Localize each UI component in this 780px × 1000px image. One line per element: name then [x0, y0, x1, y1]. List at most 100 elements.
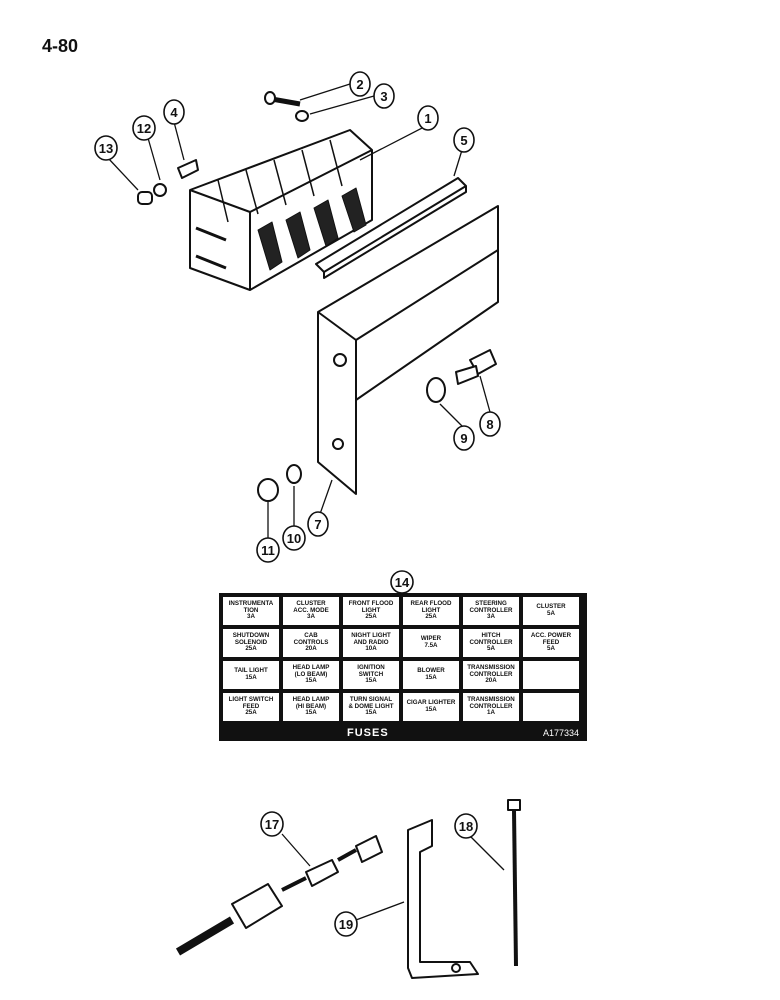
- callout-10: 10: [282, 525, 306, 551]
- fuse-cell: HEAD LAMP (HI BEAM)15A: [283, 693, 339, 721]
- svg-text:9: 9: [460, 431, 467, 446]
- svg-text:18: 18: [459, 819, 473, 834]
- svg-text:3: 3: [380, 89, 387, 104]
- fuse-panel-code: A177334: [542, 728, 579, 738]
- callout-19: 19: [334, 911, 358, 937]
- callout-5: 5: [453, 127, 475, 153]
- screw-part: [264, 91, 301, 107]
- fuse-name: HEAD LAMP (HI BEAM): [292, 696, 330, 710]
- fuse-panel-title: FUSES: [347, 727, 389, 739]
- fuse-name: WIPER: [420, 635, 442, 643]
- fuse-rating: 5A: [547, 645, 555, 653]
- callout-17: 17: [260, 811, 284, 837]
- svg-text:8: 8: [486, 417, 493, 432]
- fuse-name: TURN SIGNAL & DOME LIGHT: [348, 696, 394, 710]
- svg-text:17: 17: [265, 817, 279, 832]
- fuse-name: IGNITION SWITCH: [357, 664, 385, 678]
- svg-text:1: 1: [424, 111, 431, 126]
- fuse-rating: 25A: [245, 709, 257, 717]
- svg-text:12: 12: [137, 121, 151, 136]
- svg-text:4: 4: [170, 105, 178, 120]
- fuse-name: CLUSTER ACC. MODE: [293, 600, 329, 614]
- callout-14: 13: [94, 135, 118, 161]
- fuse-name: ACC. POWER FEED: [530, 632, 572, 646]
- fuse-name: CIGAR LIGHTER: [406, 699, 456, 707]
- cable-tie: [507, 799, 521, 967]
- flat-washer-part: [426, 377, 446, 403]
- fuse-rating: 15A: [365, 709, 377, 717]
- cap-part: [137, 191, 153, 205]
- fuse-part: [177, 159, 199, 179]
- fuse-name: SHUTDOWN SOLENOID: [232, 632, 270, 646]
- fuse-rating: 15A: [305, 709, 317, 717]
- fuse-rating: 25A: [425, 613, 437, 621]
- callout-11: 11: [256, 537, 280, 563]
- fuse-block: [189, 129, 373, 291]
- fuse-rating: 15A: [365, 677, 377, 685]
- svg-text:11: 11: [261, 543, 275, 558]
- fuse-rating: 5A: [547, 610, 555, 617]
- fuse-rating: 1A: [487, 709, 495, 717]
- fuse-rating: 15A: [425, 674, 437, 681]
- svg-text:19: 19: [339, 917, 353, 932]
- fuse-rating: 15A: [305, 677, 317, 685]
- fuse-name: FRONT FLOOD LIGHT: [348, 600, 394, 614]
- svg-text:14: 14: [395, 575, 410, 590]
- callout-4: 4: [163, 99, 185, 125]
- fuse-rating: 7.5A: [424, 642, 438, 649]
- callout-2: 2: [349, 71, 371, 97]
- fuse-name: CAB CONTROLS: [293, 632, 329, 646]
- nut-part: [257, 478, 279, 502]
- callout-18: 18: [454, 813, 478, 839]
- fuse-rating: 3A: [247, 613, 255, 621]
- fuse-name: TRANSMISSION CONTROLLER: [467, 664, 515, 678]
- callout-12: 14: [390, 570, 414, 594]
- fuse-name: BLOWER: [417, 667, 445, 675]
- fuse-rating: 25A: [245, 645, 257, 653]
- sensor-assembly: [175, 835, 383, 956]
- fuse-rating: 25A: [365, 613, 377, 621]
- callout-9: 9: [453, 425, 475, 451]
- callout-13: 12: [132, 115, 156, 141]
- fuse-rating: 3A: [487, 613, 495, 621]
- fuse-name: LIGHT SWITCH FEED: [228, 696, 274, 710]
- svg-text:13: 13: [99, 141, 113, 156]
- fuse-cell-empty: [523, 693, 579, 721]
- fuse-name: NIGHT LIGHT AND RADIO: [351, 632, 391, 646]
- page-number: 4-80: [42, 36, 79, 56]
- fuse-name: TAIL LIGHT: [234, 667, 268, 675]
- fuse-cell: HEAD LAMP (LO BEAM)15A: [283, 661, 339, 689]
- grommet-part: [153, 183, 167, 197]
- fuse-name: STEERING CONTROLLER: [469, 600, 513, 614]
- fuse-panel-footer: FUSES A177334: [219, 727, 587, 741]
- fuse-rating: 3A: [307, 613, 315, 621]
- lock-washer-part: [286, 464, 302, 484]
- fuse-name: HEAD LAMP (LO BEAM): [292, 664, 330, 678]
- svg-text:10: 10: [287, 531, 301, 546]
- svg-text:2: 2: [356, 77, 363, 92]
- callout-7: 7: [307, 511, 329, 537]
- callout-3: 3: [373, 83, 395, 109]
- fuse-rating: 10A: [365, 645, 377, 653]
- fuse-name: INSTRUMENTA TION: [228, 600, 274, 614]
- bolt-part: [455, 349, 497, 385]
- washer-part: [295, 110, 309, 122]
